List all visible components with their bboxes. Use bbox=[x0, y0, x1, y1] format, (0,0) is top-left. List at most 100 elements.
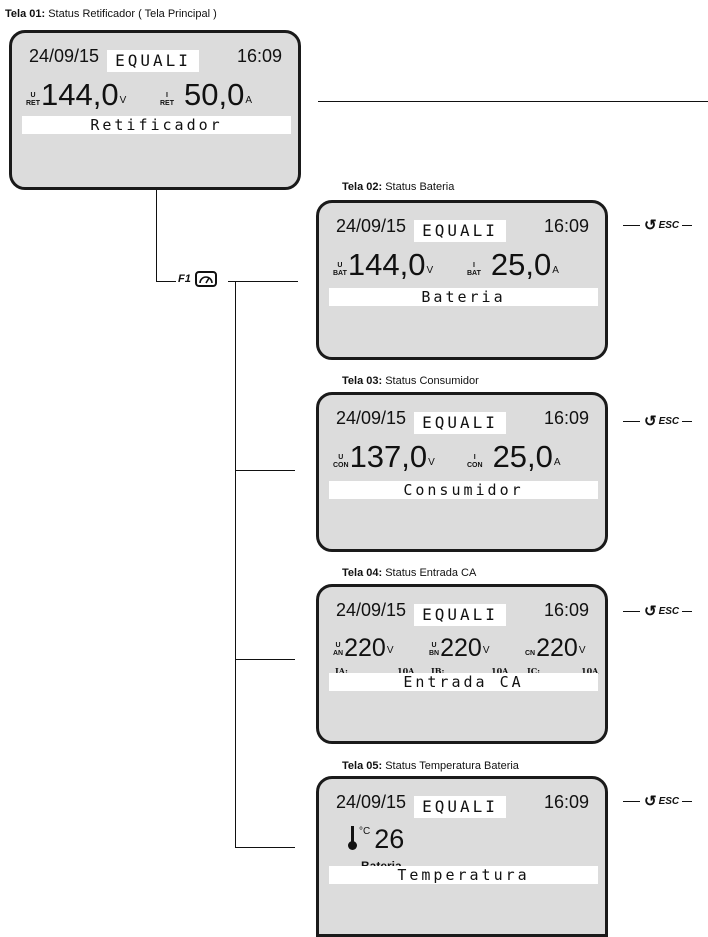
phase-b-current-value: 10A bbox=[491, 666, 509, 676]
brand-label: EQUALI bbox=[414, 220, 506, 242]
esc-label: ESC bbox=[658, 606, 680, 617]
voltage-symbol: CN bbox=[525, 650, 535, 658]
temperature-value: 26 bbox=[374, 824, 405, 854]
phase-cn-voltage: CN 220 V bbox=[525, 634, 586, 662]
screen-title-bar: Entrada CA bbox=[329, 673, 598, 691]
f1-label: F1 bbox=[178, 273, 191, 285]
voltage-value: 220 bbox=[344, 634, 386, 662]
f1-key: F1 bbox=[178, 271, 217, 287]
voltage-value: 220 bbox=[440, 634, 482, 662]
temperature-reading: °C 26 bbox=[347, 824, 404, 854]
esc-key: ↺ ESC bbox=[623, 217, 693, 234]
symbol-letter: U bbox=[335, 642, 341, 649]
gauge-icon bbox=[194, 271, 217, 287]
screen-4-caption: Tela 04: Status Entrada CA bbox=[342, 567, 476, 579]
connector-line bbox=[623, 801, 640, 802]
brand-label: EQUALI bbox=[107, 50, 199, 72]
esc-label: ESC bbox=[658, 416, 680, 427]
connector-line bbox=[682, 611, 693, 612]
esc-label: ESC bbox=[658, 796, 680, 807]
phase-c-current-label: IC: bbox=[527, 666, 541, 676]
screen-5-caption-number: Tela 05: bbox=[342, 760, 383, 772]
esc-key: ↺ ESC bbox=[623, 413, 693, 430]
symbol-letter: U bbox=[30, 92, 36, 99]
screen-4-caption-title: Status Entrada CA bbox=[382, 567, 477, 579]
connector-line bbox=[235, 847, 295, 848]
current-value: 25,0 bbox=[490, 247, 552, 282]
screen-title-bar: Bateria bbox=[329, 288, 598, 306]
connector-line bbox=[682, 225, 693, 226]
symbol-subscript: CON bbox=[333, 462, 349, 469]
temperature-unit: °C bbox=[359, 826, 371, 837]
symbol-subscript: RET bbox=[160, 100, 174, 107]
screen-5-temperature-display: 24/09/15 EQUALI 16:09 °C 26 Bateria Temp… bbox=[316, 776, 608, 937]
symbol-letter: U bbox=[338, 454, 344, 461]
thermometer-icon bbox=[347, 824, 359, 850]
esc-label: ESC bbox=[658, 220, 680, 231]
symbol-letter: I bbox=[166, 92, 168, 99]
screen-1-caption: Tela 01: Status Retificador ( Tela Princ… bbox=[5, 8, 217, 20]
connector-line bbox=[623, 225, 640, 226]
connector-line bbox=[235, 281, 236, 847]
voltage-value: 137,0 bbox=[349, 439, 428, 474]
back-icon: ↺ bbox=[644, 413, 657, 430]
brand-label: EQUALI bbox=[414, 796, 506, 818]
time: 16:09 bbox=[237, 46, 283, 66]
time: 16:09 bbox=[544, 600, 590, 620]
connector-line bbox=[623, 421, 640, 422]
current-unit: A bbox=[245, 95, 253, 106]
screen-5-caption: Tela 05: Status Temperatura Bateria bbox=[342, 760, 519, 772]
symbol-subscript: CN bbox=[525, 650, 536, 657]
symbol-subscript: RET bbox=[26, 100, 40, 107]
voltage-unit: V bbox=[426, 265, 434, 276]
date: 24/09/15 bbox=[336, 216, 407, 236]
voltage-value: 144,0 bbox=[347, 247, 426, 282]
connector-line bbox=[228, 281, 298, 282]
voltage-unit: V bbox=[428, 457, 435, 468]
voltage-unit: V bbox=[119, 95, 127, 106]
back-icon: ↺ bbox=[644, 793, 657, 810]
back-icon: ↺ bbox=[644, 217, 657, 234]
voltage-value: 144,0 bbox=[41, 77, 119, 112]
screen-2-caption: Tela 02: Status Bateria bbox=[342, 181, 454, 193]
date: 24/09/15 bbox=[336, 792, 407, 812]
date: 24/09/15 bbox=[336, 408, 407, 428]
current-value: 50,0 bbox=[184, 77, 245, 112]
screen-2-caption-title: Status Bateria bbox=[382, 181, 455, 193]
date: 24/09/15 bbox=[29, 46, 100, 66]
connector-line bbox=[318, 101, 708, 102]
esc-key: ↺ ESC bbox=[623, 793, 693, 810]
screen-5-caption-title: Status Temperatura Bateria bbox=[382, 760, 519, 772]
screen-title-bar: Consumidor bbox=[329, 481, 598, 499]
symbol-subscript: AN bbox=[333, 650, 344, 657]
back-icon: ↺ bbox=[644, 603, 657, 620]
connector-line bbox=[623, 611, 640, 612]
brand-label: EQUALI bbox=[414, 412, 506, 434]
symbol-subscript: CON bbox=[467, 462, 483, 469]
current-unit: A bbox=[553, 457, 561, 468]
screen-3-caption-title: Status Consumidor bbox=[382, 375, 479, 387]
symbol-letter: I bbox=[473, 454, 476, 461]
screen-title-bar: Retificador bbox=[22, 116, 291, 134]
screen-3-caption-number: Tela 03: bbox=[342, 375, 383, 387]
screen-2-caption-number: Tela 02: bbox=[342, 181, 383, 193]
connector-line bbox=[235, 470, 295, 471]
voltage-value: 220 bbox=[536, 634, 578, 662]
